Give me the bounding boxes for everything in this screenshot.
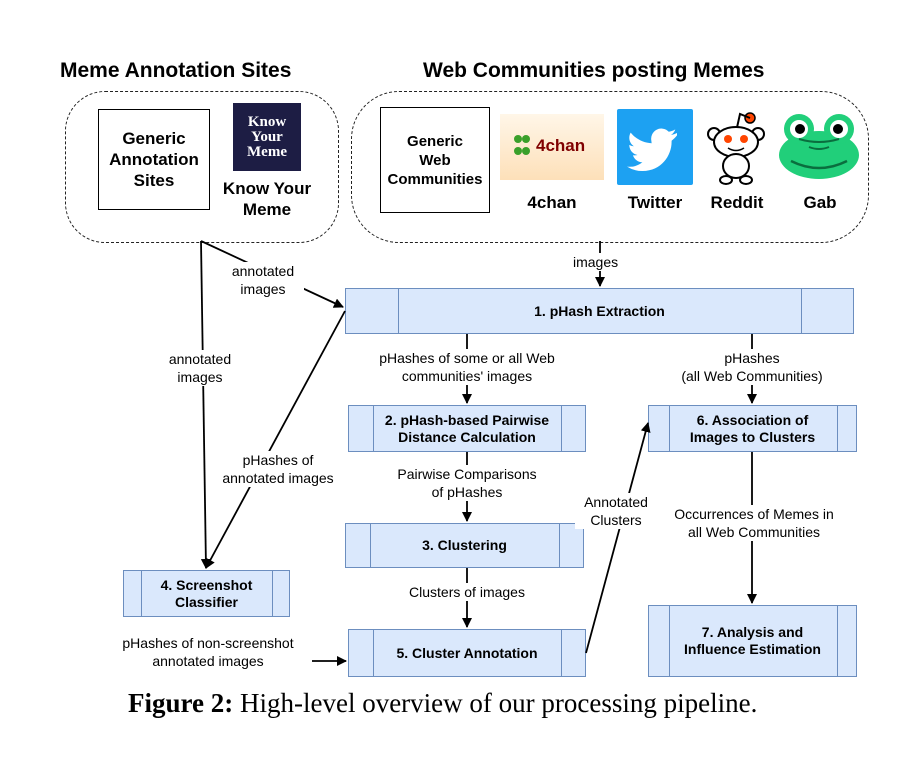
fourchan-icon: 4chan bbox=[500, 114, 604, 180]
web-communities-group bbox=[351, 91, 869, 243]
meme-annotation-sites-title: Meme Annotation Sites bbox=[60, 59, 292, 82]
meme-annotation-group bbox=[65, 91, 339, 243]
fourchan-logo-text: 4chan bbox=[536, 136, 586, 155]
web-communities-title: Web Communities posting Memes bbox=[423, 59, 765, 82]
step-4-label: 4. Screenshot Classifier bbox=[160, 576, 253, 610]
edge-label-annotated-clusters: Annotated Clusters bbox=[575, 493, 657, 529]
step-6-label: 6. Association of Images to Clusters bbox=[689, 411, 816, 445]
fourchan-label: 4chan bbox=[527, 193, 577, 212]
edge-label-phashes-all: pHashes (all Web Communities) bbox=[665, 349, 839, 385]
edge-label-annotated-images-left: annotated images bbox=[159, 350, 241, 386]
generic-web-communities-box: Generic Web Communities bbox=[380, 107, 490, 213]
step-3-clustering: 3. Clustering bbox=[345, 523, 584, 568]
reddit-label: Reddit bbox=[710, 193, 764, 212]
step-7-label: 7. Analysis and Influence Estimation bbox=[684, 624, 821, 657]
step-6-association: 6. Association of Images to Clusters bbox=[648, 405, 857, 452]
arrow-annot-to-step4 bbox=[200, 240, 211, 569]
twitter-label: Twitter bbox=[627, 193, 683, 212]
clover-icon bbox=[514, 135, 530, 155]
step-5-cluster-annotation: 5. Cluster Annotation bbox=[348, 629, 586, 677]
know-your-meme-logo-text: Know Your Meme bbox=[247, 113, 287, 160]
know-your-meme-icon: Know Your Meme bbox=[233, 103, 301, 171]
step-2-pairwise-distance: 2. pHash-based Pairwise Distance Calcula… bbox=[348, 405, 586, 452]
edge-label-clusters-of-images: Clusters of images bbox=[401, 583, 533, 601]
edge-label-annotated-images-top: annotated images bbox=[222, 262, 304, 298]
edge-label-phashes-annotated: pHashes of annotated images bbox=[215, 451, 341, 487]
generic-annotation-sites-box: Generic Annotation Sites bbox=[98, 109, 210, 210]
edge-label-pairwise: Pairwise Comparisons of pHashes bbox=[383, 465, 551, 501]
figure-caption-label: Figure 2: bbox=[128, 688, 234, 718]
reddit-icon bbox=[704, 106, 768, 186]
figure-caption-text: High-level overview of our processing pi… bbox=[233, 688, 758, 718]
gab-label: Gab bbox=[803, 193, 837, 212]
edge-label-phashes-some: pHashes of some or all Web communities' … bbox=[367, 349, 567, 385]
step-3-label: 3. Clustering bbox=[422, 537, 507, 553]
step-1-label: 1. pHash Extraction bbox=[534, 302, 665, 319]
edge-label-images: images bbox=[573, 253, 619, 271]
step-4-screenshot-classifier: 4. Screenshot Classifier bbox=[123, 570, 290, 617]
arrow-step5-to-step6 bbox=[585, 422, 651, 654]
step-2-label: 2. pHash-based Pairwise Distance Calcula… bbox=[384, 411, 550, 445]
gab-frog-icon bbox=[777, 109, 861, 181]
step-5-label: 5. Cluster Annotation bbox=[396, 644, 538, 661]
step-7-analysis: 7. Analysis and Influence Estimation bbox=[648, 605, 857, 677]
know-your-meme-label: Know Your Meme bbox=[222, 179, 312, 219]
edge-label-occurrences: Occurrences of Memes in all Web Communit… bbox=[668, 505, 840, 541]
edge-label-non-screenshot: pHashes of non-screenshot annotated imag… bbox=[108, 634, 308, 670]
step-1-phash-extraction: 1. pHash Extraction bbox=[345, 288, 854, 334]
twitter-icon bbox=[617, 109, 693, 185]
figure-caption: Figure 2: High-level overview of our pro… bbox=[128, 688, 757, 719]
arrow-step1-to-step4 bbox=[205, 310, 346, 569]
